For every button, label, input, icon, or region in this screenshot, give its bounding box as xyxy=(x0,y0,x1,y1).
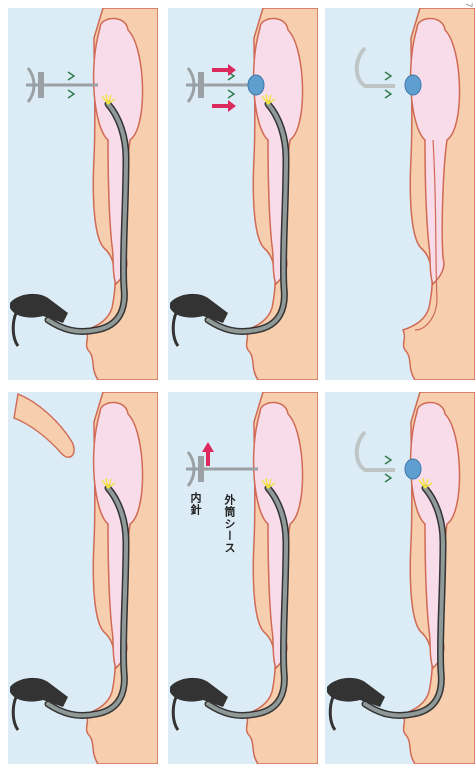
panel-illustration xyxy=(168,392,318,764)
panel-illustration xyxy=(8,8,158,380)
retention-device xyxy=(405,459,421,479)
retention-device xyxy=(248,75,264,95)
panel-4 xyxy=(8,392,158,764)
inner-needle-label: 内針 xyxy=(187,492,203,516)
panel-illustration xyxy=(325,8,475,380)
outer-sheath-label: 外筒シース xyxy=(221,494,237,554)
panel-6 xyxy=(325,392,475,764)
panel-illustration xyxy=(325,392,475,764)
needle-hub xyxy=(38,72,44,98)
panel-illustration xyxy=(8,392,158,764)
panel-1 xyxy=(8,8,158,380)
panel-5 xyxy=(168,392,318,764)
retention-device xyxy=(405,75,421,95)
panel-2 xyxy=(168,8,318,380)
needle-hub xyxy=(198,456,204,482)
panel-illustration xyxy=(168,8,318,380)
needle-hub xyxy=(198,72,204,98)
panel-3 xyxy=(325,8,475,380)
